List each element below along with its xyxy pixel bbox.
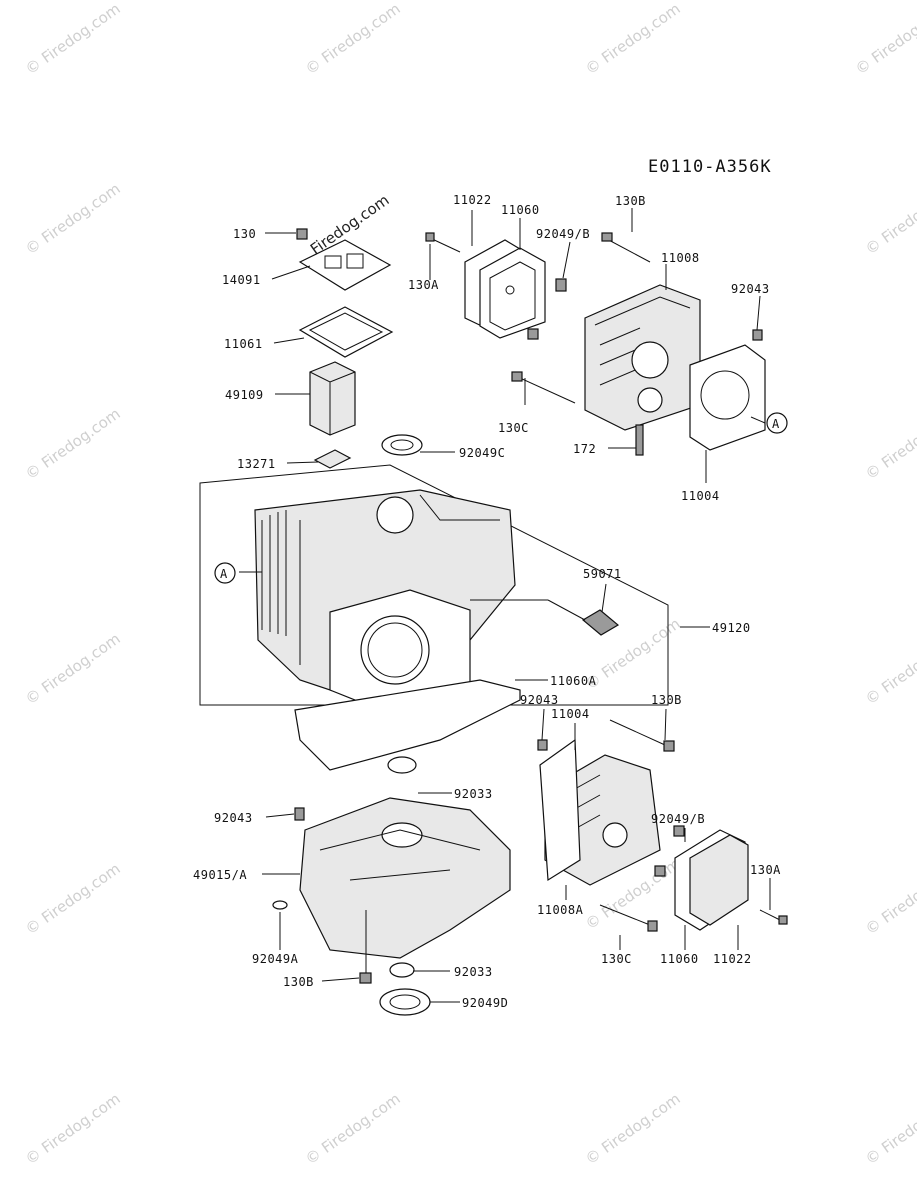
- label-92033-bottom: 92033: [454, 965, 493, 979]
- label-172: 172: [573, 442, 596, 456]
- label-49109: 49109: [225, 388, 264, 402]
- gasket-11004-part: [689, 344, 766, 451]
- watermark-text: © Firedog.com: [22, 1090, 124, 1169]
- filter-49109-part: [309, 361, 356, 436]
- watermark-text: © Firedog.com: [862, 1090, 917, 1169]
- label-92049c: 92049C: [459, 446, 505, 460]
- label-11060a: 11060A: [550, 674, 597, 688]
- watermark-text: © Firedog.com: [22, 405, 124, 484]
- oring-92033-top-part: [387, 756, 417, 774]
- oring-92033-bottom-part: [389, 962, 415, 978]
- watermark-text: © Firedog.com: [22, 180, 124, 259]
- label-11008: 11008: [661, 251, 700, 265]
- label-49120: 49120: [712, 621, 751, 635]
- label-130a-top: 130A: [408, 278, 439, 292]
- watermark-text: © Firedog.com: [302, 1090, 404, 1169]
- label-92043-left: 92043: [214, 811, 253, 825]
- label-11022-bottom: 11022: [713, 952, 752, 966]
- cylinder-head-top-group: [511, 232, 766, 456]
- watermark-text: © Firedog.com: [862, 405, 917, 484]
- seal-92049a-part: [272, 900, 288, 910]
- dowel-92043-mid-part: [537, 739, 548, 751]
- watermark-text: © Firedog.com: [862, 860, 917, 939]
- watermark-text: © Firedog.com: [22, 860, 124, 939]
- plate-14091-part: [298, 239, 392, 291]
- breather-cover-group: [296, 228, 394, 469]
- watermark-text: © Firedog.com: [862, 630, 917, 709]
- watermark-text: © Firedog.com: [582, 0, 684, 78]
- callout-a-right-text: A: [772, 417, 780, 431]
- plate-13271-part: [313, 449, 352, 469]
- leader-lines: [239, 208, 771, 1003]
- label-130a-right: 130A: [750, 863, 781, 877]
- label-49015a: 49015/A: [193, 868, 247, 882]
- gasket-11004-mid-part: [539, 738, 581, 882]
- label-59071: 59071: [583, 567, 622, 581]
- dowel-92043-left-part: [294, 807, 305, 821]
- label-130b-bottom: 130B: [283, 975, 314, 989]
- part-labels: 130 14091 11061 49109 13271 11022 11060 …: [193, 193, 781, 1010]
- label-92049d: 92049D: [462, 996, 508, 1010]
- plug-59071-part: [581, 609, 620, 636]
- label-92049b-mid: 92049/B: [651, 812, 705, 826]
- watermark-text: © Firedog.com: [862, 180, 917, 259]
- label-11022-top: 11022: [453, 193, 492, 207]
- label-92033-top: 92033: [454, 787, 493, 801]
- watermark-text: © Firedog.com: [22, 0, 124, 78]
- label-11008a: 11008A: [537, 903, 584, 917]
- bolt-130-part: [296, 228, 308, 240]
- label-13271: 13271: [237, 457, 276, 471]
- watermark-text: © Firedog.com: [852, 0, 917, 78]
- watermark-text: © Firedog.com: [302, 0, 404, 78]
- bolt-130b-bottom-part: [359, 972, 372, 984]
- label-92049a: 92049A: [252, 952, 299, 966]
- label-92049b-top: 92049/B: [536, 227, 590, 241]
- label-130b-top: 130B: [615, 194, 646, 208]
- seal-92049c-part: [381, 434, 423, 456]
- label-130-top: 130: [233, 227, 256, 241]
- label-14091: 14091: [222, 273, 261, 287]
- label-11060-top: 11060: [501, 203, 540, 217]
- diagram-code: E0110-A356K: [648, 157, 772, 177]
- rocker-cover-top-group: [425, 232, 546, 339]
- seal-92049d-part: [379, 988, 431, 1016]
- callout-a-left-text: A: [220, 567, 228, 581]
- cylinder-head-bottom-group: [537, 719, 788, 932]
- label-11004-mid: 11004: [551, 707, 590, 721]
- label-11060-bottom: 11060: [660, 952, 699, 966]
- cover-11022-bottom-part: [689, 834, 749, 926]
- label-92043-mid: 92043: [520, 693, 559, 707]
- label-130c-bottom: 130C: [601, 952, 632, 966]
- callout-a-left: A: [214, 562, 236, 584]
- label-130c-top: 130C: [498, 421, 529, 435]
- label-92043-top: 92043: [731, 282, 770, 296]
- watermark-text: © Firedog.com: [22, 630, 124, 709]
- label-11004-top: 11004: [681, 489, 720, 503]
- label-11061: 11061: [224, 337, 263, 351]
- watermark-text: © Firedog.com: [582, 1090, 684, 1169]
- crankcase-49015a-part: [299, 797, 511, 959]
- gasket-11061-part: [298, 306, 394, 358]
- label-130b-mid: 130B: [651, 693, 682, 707]
- gasket-11060a-part: [294, 679, 521, 771]
- callout-a-right: A: [766, 412, 788, 434]
- cylinder-block-group: [199, 434, 669, 1016]
